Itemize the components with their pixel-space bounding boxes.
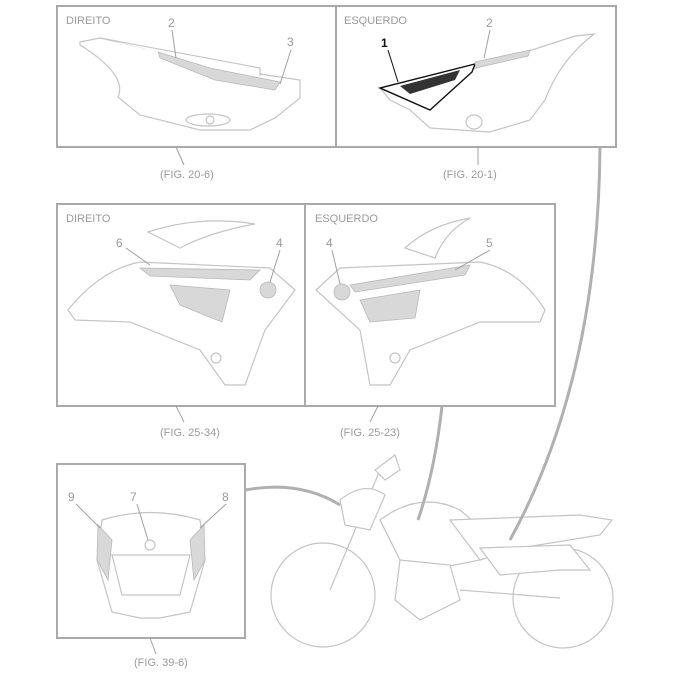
side-label: DIREITO (66, 213, 111, 225)
leader-line (125, 247, 151, 266)
callout-number: 5 (486, 236, 493, 250)
callout-number: 4 (326, 236, 333, 250)
panel-frame (335, 5, 617, 148)
side-label: ESQUERDO (344, 15, 407, 27)
shroud-shape (315, 261, 546, 386)
emblem-decal (259, 281, 277, 299)
panel-headlight-cover: 9 7 8 (56, 463, 246, 639)
side-cover-shape (79, 37, 301, 131)
decal-stripes (359, 289, 421, 323)
headlight-cover (339, 488, 386, 531)
callout-number: 3 (287, 35, 294, 49)
panel-tank-shroud-right: DIREITO 6 4 (56, 203, 306, 407)
front-wheel (270, 542, 376, 648)
handlebar (374, 454, 401, 481)
headlight-opening (111, 554, 191, 596)
emblem-decal (144, 539, 156, 551)
callout-number: 2 (486, 16, 493, 30)
decal-logo (138, 267, 261, 281)
callout-number: 4 (276, 236, 283, 250)
connector-line (508, 146, 602, 541)
side-cover (478, 544, 592, 576)
side-cover-edge (99, 37, 261, 76)
leader-line (175, 405, 185, 423)
callout-number: 8 (222, 490, 229, 504)
decal-right (96, 524, 113, 582)
leader-line (175, 146, 185, 166)
callout-number: 6 (116, 236, 123, 250)
callout-number: 9 (68, 490, 75, 504)
leader-line (269, 249, 281, 283)
leader-line (171, 29, 177, 59)
decal-stripes (169, 284, 231, 323)
leader-line (136, 503, 149, 541)
panel-side-cover-right: DIREITO 2 3 (56, 5, 337, 148)
figure-reference: (FIG. 20-6) (160, 169, 214, 181)
figure-reference: (FIG. 25-34) (160, 427, 220, 439)
decal-stripe (474, 49, 531, 69)
connector-line (244, 485, 341, 507)
motorcycle-overview (244, 146, 614, 649)
leader-line (387, 49, 399, 83)
shroud-hole (210, 352, 222, 364)
engine (394, 559, 461, 621)
side-cover-bolt (205, 115, 215, 125)
figure-reference: (FIG. 20-1) (443, 169, 497, 181)
leader-line (331, 249, 341, 285)
decal-logo (400, 70, 460, 94)
decal-logo (349, 264, 471, 293)
decal-left (189, 524, 206, 582)
leader-line (199, 503, 227, 529)
shroud-shape (67, 261, 296, 386)
side-cover-hole (465, 114, 483, 130)
callout-number: 1 (381, 36, 388, 50)
emblem-decal (333, 283, 351, 301)
callout-number: 2 (168, 16, 175, 30)
figure-reference: (FIG. 25-23) (340, 427, 400, 439)
leader-line (483, 29, 491, 59)
panel-frame (304, 203, 556, 407)
side-label: DIREITO (66, 15, 111, 27)
swingarm (459, 589, 561, 599)
panel-side-cover-left: ESQUERDO 1 2 (335, 5, 617, 148)
shroud-upper-shape (403, 217, 471, 259)
side-label: ESQUERDO (315, 213, 378, 225)
panel-tank-shroud-left: ESQUERDO 4 5 (304, 203, 556, 407)
connector-line (416, 405, 444, 521)
leader-line (369, 405, 379, 423)
leader-line (279, 49, 292, 85)
figure-reference: (FIG. 39-6) (134, 657, 188, 669)
decal-stripe (157, 51, 281, 91)
shroud-upper-shape (146, 220, 256, 249)
leader-line (454, 249, 491, 271)
shroud-hole (389, 352, 401, 364)
callout-number: 7 (130, 490, 137, 504)
leader-line (75, 503, 101, 529)
leader-line (149, 637, 157, 655)
panel-frame (56, 463, 246, 639)
